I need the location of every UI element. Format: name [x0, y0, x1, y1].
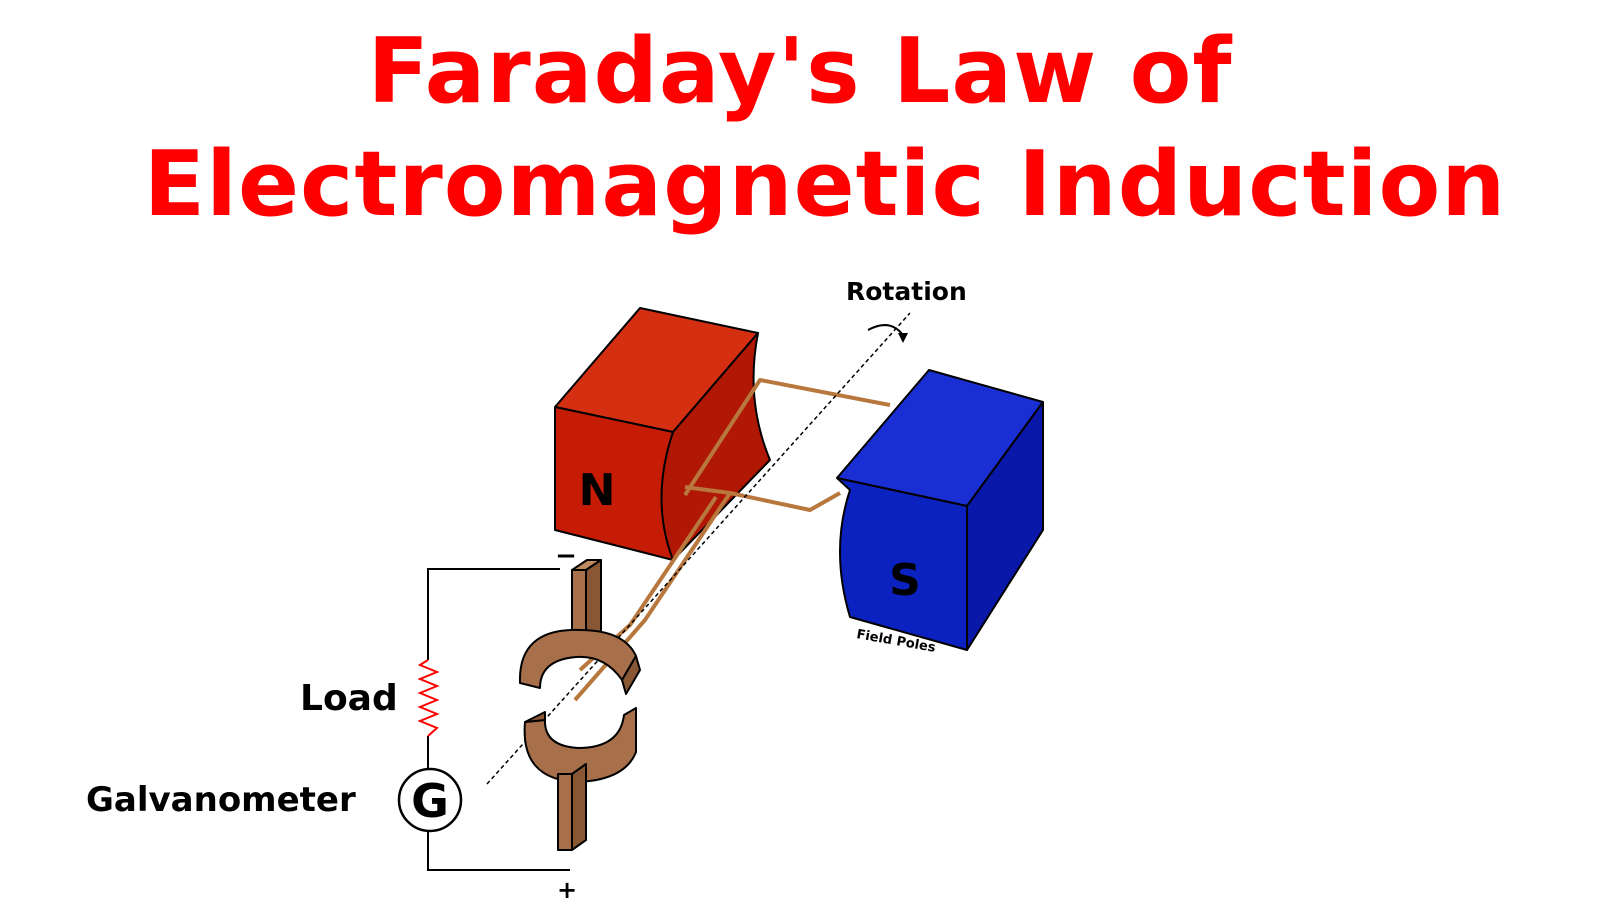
- load-label: Load: [300, 678, 398, 719]
- lower-commutator-segment: [523, 707, 637, 783]
- title-line-1: Faraday's Law of: [367, 19, 1233, 124]
- galvanometer-symbol: G: [411, 774, 449, 828]
- title-line-2: Electromagnetic Induction: [143, 132, 1507, 237]
- upper-brush: [571, 559, 602, 647]
- upper-commutator-segment: [518, 628, 641, 695]
- load-resistor: [417, 659, 440, 737]
- rotation-arrow-icon: [867, 324, 904, 336]
- south-pole-label: S: [889, 555, 921, 606]
- positive-terminal-sign: +: [557, 876, 577, 904]
- lower-brush: [557, 763, 587, 851]
- rotation-axis: [486, 312, 911, 785]
- south-pole-magnet: [836, 369, 1044, 651]
- negative-terminal-sign: −: [555, 541, 577, 571]
- galvanometer-label: Galvanometer: [86, 780, 356, 820]
- rotation-label: Rotation: [846, 277, 967, 306]
- north-pole-magnet: [554, 307, 771, 561]
- galvanometer-icon: [397, 767, 463, 833]
- circuit-wire: [427, 568, 570, 871]
- north-pole-label: N: [579, 465, 616, 516]
